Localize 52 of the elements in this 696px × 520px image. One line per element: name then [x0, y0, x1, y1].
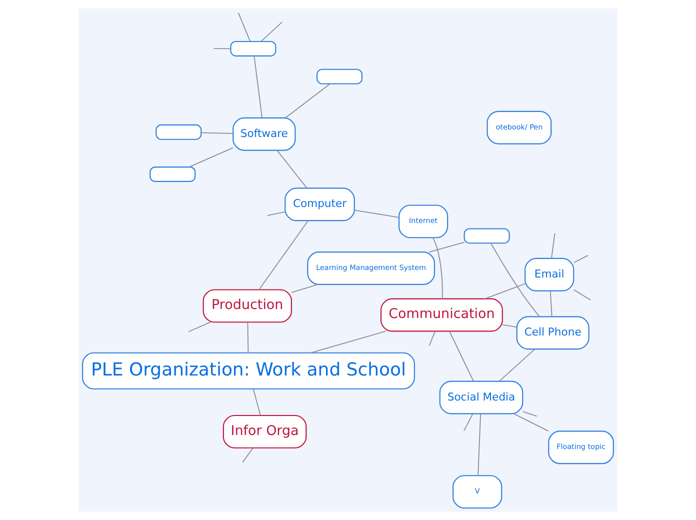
- connector: [484, 283, 526, 300]
- connector: [276, 150, 308, 189]
- connector: [188, 322, 211, 332]
- connector: [498, 348, 536, 382]
- node-box: [316, 68, 363, 84]
- node-box: Social Media: [439, 380, 524, 414]
- node-box: V: [452, 475, 502, 509]
- node-box: [156, 124, 202, 140]
- connector: [432, 237, 443, 300]
- connector: [490, 242, 540, 317]
- connector: [258, 220, 309, 290]
- node-box: otebook/ Pen: [486, 110, 552, 144]
- connector: [285, 83, 330, 118]
- connector: [428, 242, 465, 252]
- connector: [573, 289, 591, 300]
- connector: [238, 12, 251, 42]
- connector: [200, 132, 234, 134]
- connector: [213, 48, 231, 50]
- node-box: PLE Organization: Work and School: [82, 352, 415, 390]
- connector: [428, 331, 436, 346]
- connector: [513, 413, 549, 432]
- connector: [478, 413, 482, 476]
- connector: [252, 388, 261, 416]
- node-box: [150, 166, 196, 182]
- connector: [310, 330, 386, 354]
- connector: [266, 211, 286, 216]
- node-box: [230, 40, 276, 56]
- node-box: Communication: [380, 298, 503, 332]
- connector: [247, 322, 249, 354]
- connector: [464, 414, 474, 432]
- connector: [502, 324, 518, 328]
- node-box: [464, 228, 510, 244]
- connector: [188, 147, 234, 168]
- connector: [260, 22, 283, 42]
- connector: [551, 232, 556, 259]
- connector: [449, 330, 474, 382]
- node-box: Production: [202, 289, 292, 323]
- connector: [573, 254, 588, 263]
- node-box: Cell Phone: [516, 316, 590, 350]
- connector: [550, 290, 552, 317]
- connector: [242, 448, 254, 463]
- connector: [354, 210, 400, 218]
- node-box: Computer: [284, 188, 355, 222]
- node-box: Email: [524, 258, 574, 292]
- node-box: Infor Orga: [222, 414, 307, 448]
- node-box: Floating topic: [548, 430, 614, 464]
- connector: [254, 56, 262, 118]
- node-box: Learning Management System: [307, 252, 436, 285]
- node-box: Internet: [398, 204, 448, 238]
- connector: [522, 411, 538, 417]
- connector: [291, 284, 318, 293]
- node-box: Software: [232, 117, 296, 151]
